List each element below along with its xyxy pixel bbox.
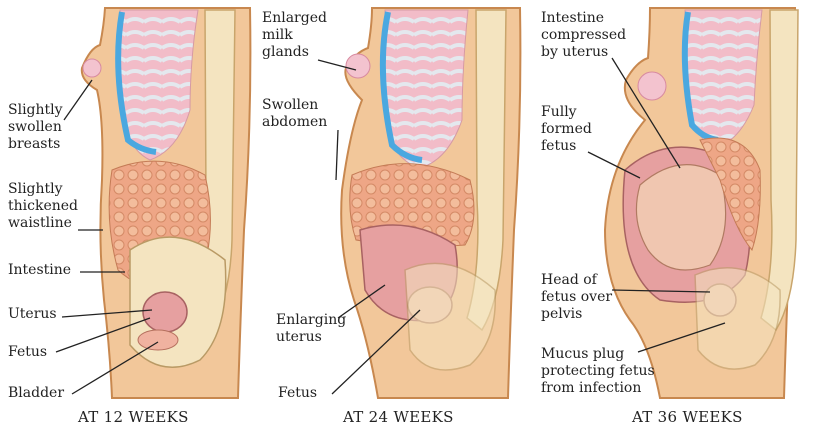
caption-36-weeks: AT 36 WEEKS xyxy=(632,408,743,426)
label-slightly-thickened-waistline: Slightly thickened waistline xyxy=(8,181,78,232)
figure-36-weeks xyxy=(605,8,798,398)
label-fetus-24-weeks: Fetus xyxy=(278,385,317,402)
figure-12-weeks xyxy=(82,8,251,398)
label-fetus-12-weeks: Fetus xyxy=(8,344,47,361)
bladder-12-weeks xyxy=(138,330,178,350)
label-intestine-12-weeks: Intestine xyxy=(8,262,71,279)
leader-breasts xyxy=(64,80,92,120)
label-enlarging-uterus: Enlarging uterus xyxy=(276,312,346,346)
label-slightly-swollen-breasts: Slightly swollen breasts xyxy=(8,102,63,153)
breast-glands-12-weeks xyxy=(83,59,101,77)
figure-24-weeks xyxy=(341,8,520,398)
label-mucus-plug: Mucus plug protecting fetus from infecti… xyxy=(541,346,655,397)
breast-glands-24-weeks xyxy=(346,54,370,78)
label-uterus-12-weeks: Uterus xyxy=(8,306,57,323)
leader-abdomen xyxy=(336,130,338,180)
caption-12-weeks: AT 12 WEEKS xyxy=(78,408,189,426)
label-head-of-fetus-over-pelvis: Head of fetus over pelvis xyxy=(541,272,612,323)
label-intestine-compressed-by-uterus: Intestine compressed by uterus xyxy=(541,10,626,61)
breast-glands-36-weeks xyxy=(638,72,666,100)
uterus-12-weeks xyxy=(143,292,187,332)
label-swollen-abdomen: Swollen abdomen xyxy=(262,97,327,131)
label-enlarged-milk-glands: Enlarged milk glands xyxy=(262,10,327,61)
label-bladder-12-weeks: Bladder xyxy=(8,385,64,402)
label-fully-formed-fetus: Fully formed fetus xyxy=(541,104,592,155)
caption-24-weeks: AT 24 WEEKS xyxy=(343,408,454,426)
